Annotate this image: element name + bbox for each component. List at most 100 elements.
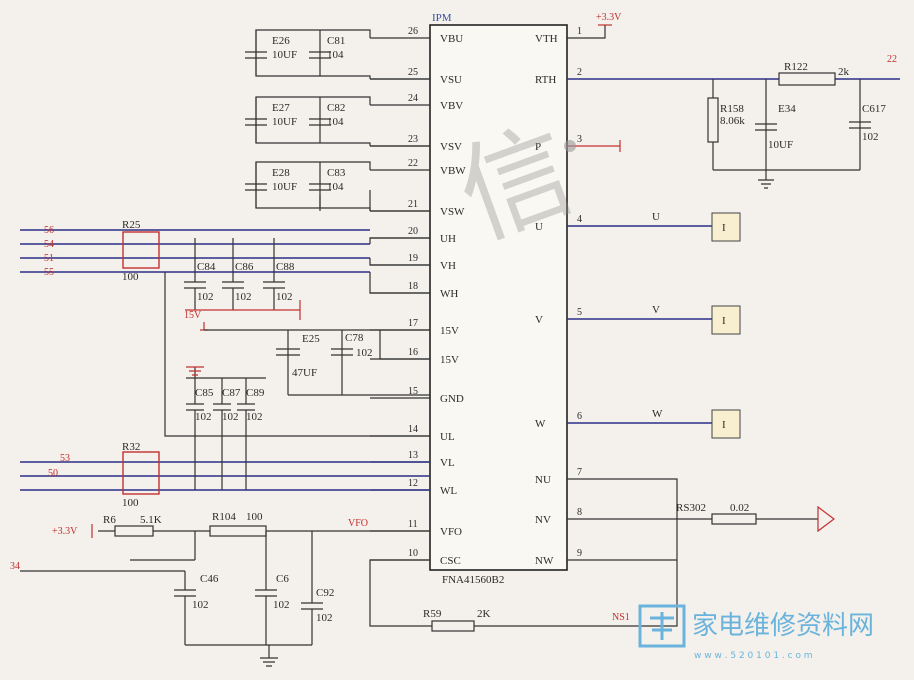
hi-cap-val: 102	[235, 291, 252, 303]
net-label: 55	[44, 267, 54, 278]
pin-name: VFO	[440, 526, 462, 538]
pin-name: VH	[440, 260, 456, 272]
lo-cap-ref: C87	[222, 387, 241, 399]
vfo-net-label: VFO	[348, 518, 368, 529]
pin-number: 10	[408, 548, 418, 559]
c46-val: 102	[192, 599, 209, 611]
pin-name: VTH	[535, 33, 558, 45]
r32-array	[122, 451, 160, 495]
pin-name: V	[535, 314, 543, 326]
pin-number: 13	[408, 450, 418, 461]
pin-number: 19	[408, 253, 418, 264]
r59-resistor	[431, 620, 475, 632]
c78-val: 102	[356, 347, 373, 359]
pin-number: 9	[577, 548, 582, 559]
r104-ref: R104	[212, 511, 236, 523]
r59-ref: R59	[423, 608, 442, 620]
pin-name: 15V	[440, 325, 459, 337]
e34-ref: E34	[778, 103, 796, 115]
r25-array	[122, 231, 160, 269]
phase-label: W	[652, 408, 663, 420]
e25-val: 47UF	[292, 367, 317, 379]
phase-label: U	[652, 211, 660, 223]
pin-number: 21	[408, 199, 418, 210]
pin-number: 26	[408, 26, 418, 37]
r32-ref: R32	[122, 441, 140, 453]
rth-net-label: 22	[887, 54, 897, 65]
hi-cap-ref: C86	[235, 261, 254, 273]
r25-val: 100	[122, 271, 139, 283]
r59-val: 2K	[477, 608, 491, 620]
c92-val: 102	[316, 612, 333, 624]
rs302-val: 0.02	[730, 502, 749, 514]
pin-name: VBV	[440, 100, 463, 112]
net-label: 56	[44, 225, 54, 236]
pin-name: UL	[440, 431, 455, 443]
rs302-resistor	[711, 513, 757, 525]
pin-name: VBW	[440, 165, 466, 177]
v15-label: 15V	[184, 310, 202, 321]
electrolytic-ref: E26	[272, 35, 290, 47]
pin-number: 7	[577, 467, 582, 478]
cap-ref: C81	[327, 35, 345, 47]
pin-number: 22	[408, 158, 418, 169]
pin-name: WH	[440, 288, 458, 300]
r158-val: 8.06k	[720, 115, 745, 127]
r6-ref: R6	[103, 514, 116, 526]
hi-cap-val: 102	[197, 291, 214, 303]
pin-number: 5	[577, 307, 582, 318]
cap-val: 104	[327, 49, 344, 61]
c617-val: 102	[862, 131, 879, 143]
connector-label: I	[722, 419, 726, 431]
pin-name: VSU	[440, 74, 462, 86]
pin-number: 17	[408, 318, 418, 329]
connector-label: I	[722, 222, 726, 234]
pin-name: P	[535, 141, 541, 153]
electrolytic-val: 10UF	[272, 116, 297, 128]
electrolytic-ref: E27	[272, 102, 290, 114]
net-label: 53	[60, 453, 70, 464]
r122-val: 2k	[838, 66, 850, 78]
hi-cap-ref: C88	[276, 261, 295, 273]
lo-cap-ref: C89	[246, 387, 265, 399]
ic-ref: IPM	[432, 12, 452, 24]
c46-ref: C46	[200, 573, 219, 585]
pin-name: NV	[535, 514, 551, 526]
site-url: w w w . 5 2 0 1 0 1 . c o m	[694, 651, 813, 661]
c617-ref: C617	[862, 103, 886, 115]
r158-ref: R158	[720, 103, 744, 115]
pin-name: UH	[440, 233, 456, 245]
electrolytic-val: 10UF	[272, 49, 297, 61]
pin-number: 6	[577, 411, 582, 422]
c78-ref: C78	[345, 332, 364, 344]
lo-cap-val: 102	[222, 411, 239, 423]
connector-box	[711, 305, 741, 335]
net-label: 50	[48, 468, 58, 479]
ns1-net-label: NS1	[612, 612, 630, 623]
r6-resistor	[114, 525, 154, 537]
r25-ref: R25	[122, 219, 141, 231]
pin-name: VL	[440, 457, 455, 469]
hi-cap-val: 102	[276, 291, 293, 303]
r32-val: 100	[122, 497, 139, 509]
connector-box	[711, 409, 741, 439]
pin-name: CSC	[440, 555, 461, 567]
electrolytic-ref: E28	[272, 167, 290, 179]
pin-name: RTH	[535, 74, 556, 86]
c92-ref: C92	[316, 587, 334, 599]
pin-number: 1	[577, 26, 582, 37]
r158-resistor	[707, 97, 719, 143]
r104-val: 100	[246, 511, 263, 523]
phase-label: V	[652, 304, 660, 316]
pin-number: 15	[408, 386, 418, 397]
net-label: 54	[44, 239, 54, 250]
lo-cap-val: 102	[195, 411, 212, 423]
pin-number: 3	[577, 134, 582, 145]
pin-number: 18	[408, 281, 418, 292]
cap-ref: C83	[327, 167, 346, 179]
left-pins: 26VBU25VSU24VBV23VSV22VBW21VSW20UH19VH18…	[370, 26, 466, 567]
